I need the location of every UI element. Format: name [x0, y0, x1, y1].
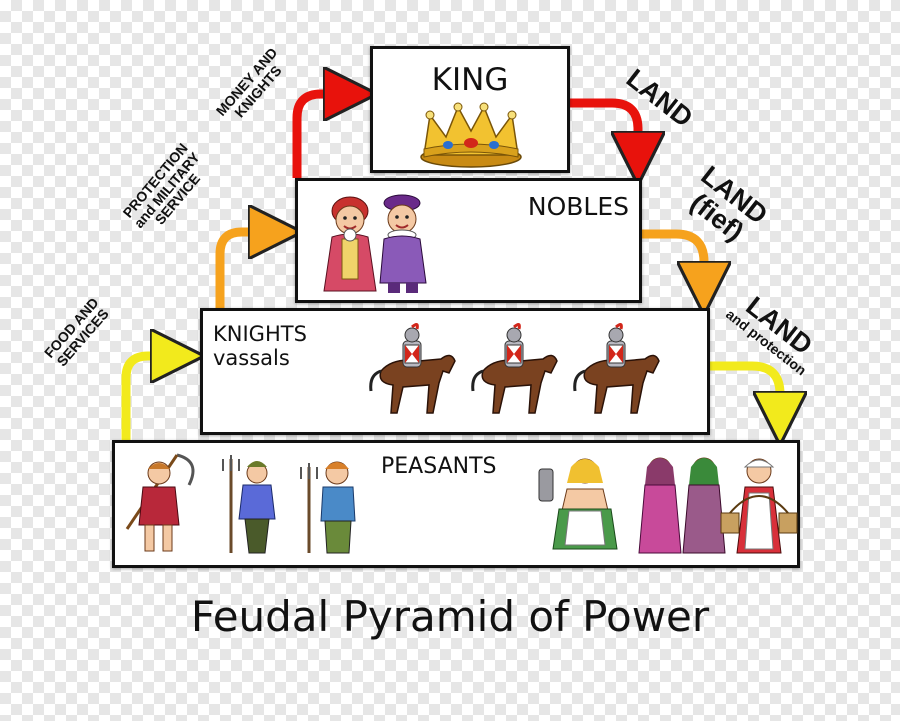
knight-on-horse-icon — [573, 322, 660, 414]
peasant-figure-icon — [125, 453, 195, 552]
arrow-protection — [215, 232, 277, 308]
crown-icon — [420, 102, 522, 168]
nobles-label: NOBLES — [527, 192, 629, 221]
diagram-title: Feudal Pyramid of Power — [190, 592, 710, 641]
knights-label: KNIGHTS vassals — [213, 322, 307, 370]
knight-on-horse-icon — [369, 322, 456, 414]
noble-couple-icon — [323, 194, 427, 293]
peasant-figure-icon — [538, 458, 618, 550]
arrow-money-knights — [292, 94, 352, 178]
peasants-label: PEASANTS — [381, 454, 497, 479]
peasant-figure-icon — [300, 461, 356, 554]
knight-on-horse-icon — [471, 322, 558, 414]
peasant-figure-icon — [638, 457, 682, 554]
king-box: KING — [370, 46, 570, 173]
knights-label-line2: vassals — [213, 345, 290, 370]
arrow-land-protection — [710, 361, 780, 420]
knights-label-line1: KNIGHTS — [213, 322, 307, 346]
arrow-land-fief — [642, 229, 704, 290]
arrow-food — [121, 356, 179, 440]
nobles-box: NOBLES — [295, 178, 642, 303]
peasant-figure-icon — [720, 458, 798, 554]
peasant-figure-icon — [222, 455, 276, 554]
knights-box: KNIGHTS vassals — [200, 308, 710, 435]
king-label: KING — [431, 62, 509, 98]
peasant-figure-icon — [682, 457, 726, 554]
peasants-box: PEASANTS — [112, 440, 800, 568]
arrow-land-king — [570, 98, 638, 160]
